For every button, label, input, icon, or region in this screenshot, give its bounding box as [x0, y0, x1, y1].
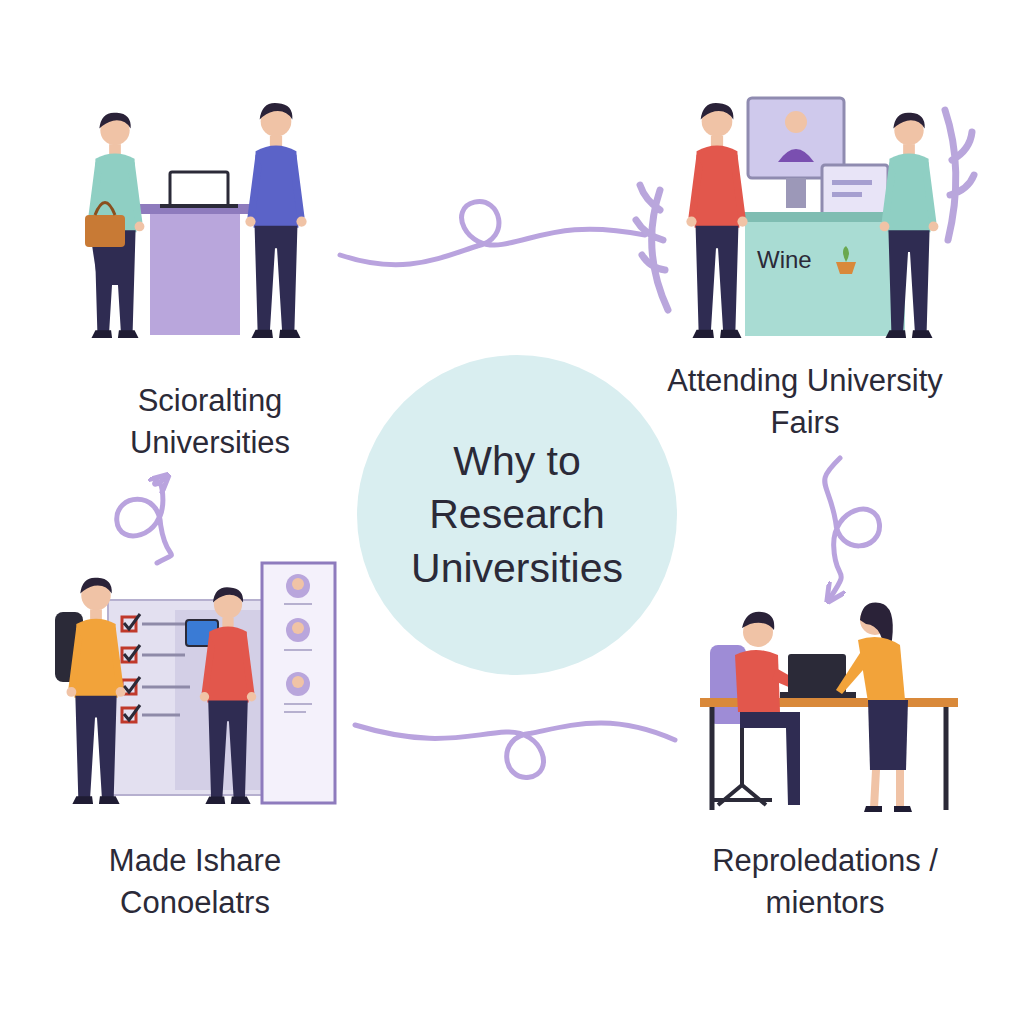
center-circle: Why to Research Universities: [357, 355, 677, 675]
step-node: Made Ishare Conoelatrs: [40, 555, 350, 930]
step-caption: Scioralting Universities: [100, 380, 320, 464]
checklist-scene: [55, 563, 335, 804]
step-caption: Made Ishare Conoelatrs: [80, 840, 310, 924]
flow-arrow: [825, 458, 880, 598]
flow-arrow: [340, 202, 645, 265]
step-caption: Reproledations / mientors: [690, 840, 960, 924]
booth-sign: Wine: [757, 246, 812, 274]
step-caption: Attending University Fairs: [660, 360, 950, 444]
center-title: Why to Research Universities: [392, 435, 642, 595]
fair-scene: [636, 98, 974, 338]
step-node: Reproledations / mientors: [660, 590, 990, 930]
consult-scene: [85, 103, 307, 338]
flow-arrow: [117, 478, 172, 563]
flow-arrow: [355, 723, 675, 777]
step-node: Scioralting Universities: [70, 95, 350, 470]
mentor-scene: [700, 603, 958, 812]
